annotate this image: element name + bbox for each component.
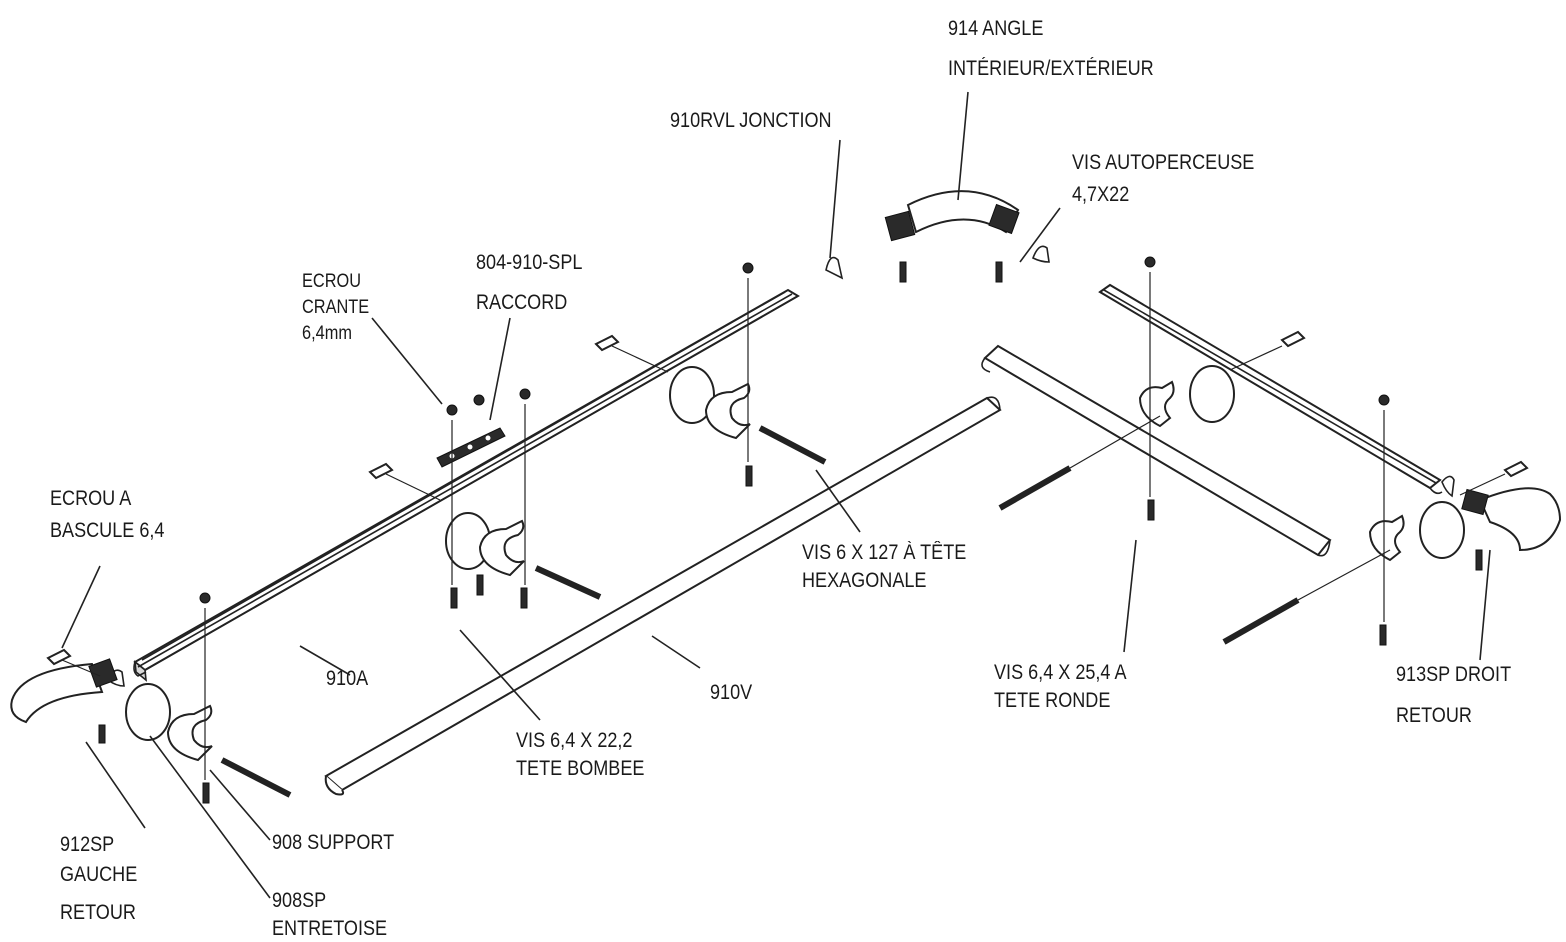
assembly-axes (61, 272, 1506, 780)
return-912sp (10, 658, 118, 724)
label-vis-127-line2: HEXAGONALE (802, 569, 927, 592)
label-910rvl: 910RVL JONCTION (670, 109, 832, 132)
label-912sp-line2: GAUCHE (60, 863, 138, 886)
label-ecrou-crante-line1: ECROU (302, 271, 362, 292)
spacer-discs (125, 365, 1465, 741)
raccord-plate (436, 427, 506, 468)
label-913sp-line1: 913SP DROIT (1396, 663, 1512, 686)
leader-lines (61, 91, 1491, 899)
label-908sp-line2: ENTRETOISE (272, 917, 388, 940)
label-908-support: 908 SUPPORT (272, 831, 395, 854)
label-vis-127-line1: VIS 6 X 127 À TÊTE (802, 541, 967, 564)
label-914-line2: INTÉRIEUR/EXTÉRIEUR (948, 57, 1154, 80)
jonction-clip (1441, 475, 1455, 498)
label-ecrou-bascule-line2: BASCULE 6,4 (50, 519, 165, 542)
label-912sp-line1: 912SP (60, 833, 115, 856)
label-913sp-line2: RETOUR (1396, 704, 1472, 727)
label-908sp-line1: 908SP (272, 889, 327, 912)
label-910a: 910A (326, 667, 369, 690)
cover-right (981, 344, 1332, 557)
label-804-line1: 804-910-SPL (476, 251, 583, 274)
angle-914 (884, 190, 1020, 242)
toggle-nuts (46, 330, 1529, 666)
label-912sp-line3: RETOUR (60, 901, 136, 924)
label-vis-autoperceuse-line1: VIS AUTOPERCEUSE (1072, 151, 1255, 174)
brackets (166, 380, 1405, 762)
label-vis-autoperceuse-line2: 4,7X22 (1072, 183, 1130, 206)
label-vis-222-line2: TETE BOMBEE (516, 757, 645, 780)
long-screws (220, 425, 1300, 798)
label-vis-222-line1: VIS 6,4 X 22,2 (516, 729, 633, 752)
nuts (199, 256, 1390, 604)
small-screws (98, 261, 1483, 804)
label-ecrou-bascule-line1: ECROU A (50, 487, 132, 510)
rail-right (1098, 283, 1443, 495)
label-804-line2: RACCORD (476, 291, 568, 314)
jonction-clip (1031, 245, 1050, 263)
label-910v: 910V (710, 681, 753, 704)
cover-910v (324, 396, 1002, 796)
return-913sp (1461, 487, 1562, 552)
label-914-line1: 914 ANGLE (948, 17, 1044, 40)
label-vis-254-line2: TETE RONDE (994, 689, 1111, 712)
rail-910a (133, 288, 800, 682)
label-vis-254-line1: VIS 6,4 X 25,4 A (994, 661, 1127, 684)
jonction-clip (825, 256, 844, 280)
label-ecrou-crante-line3: 6,4mm (302, 323, 352, 344)
label-ecrou-crante-line2: CRANTE (302, 297, 370, 318)
